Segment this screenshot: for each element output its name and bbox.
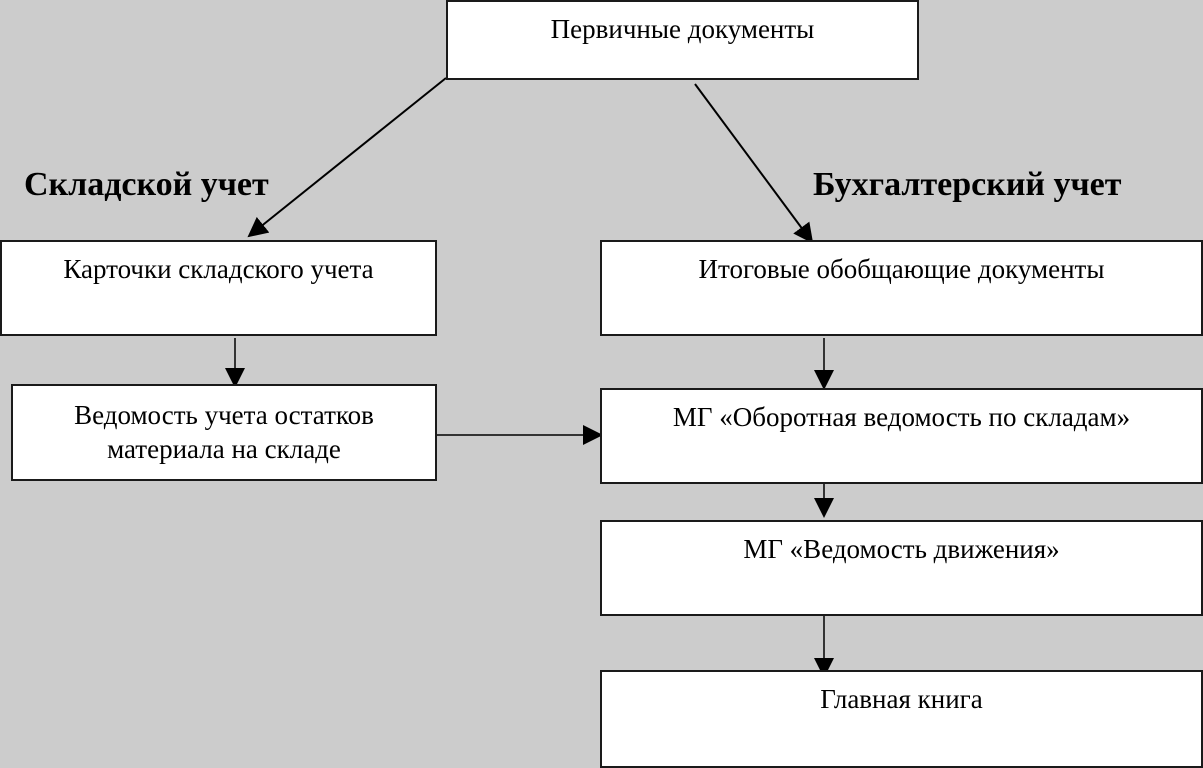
box-label: Итоговые обобщающие документы bbox=[698, 254, 1105, 284]
heading-bookkeeping: Бухгалтерский учет bbox=[813, 166, 1122, 203]
box-label: МГ «Ведомость движения» bbox=[743, 534, 1060, 564]
box-label: Карточки складского учета bbox=[63, 254, 374, 284]
box-label-line1: Ведомость учета остатков bbox=[74, 400, 374, 430]
box-label: МГ «Оборотная ведомость по складам» bbox=[672, 402, 1131, 432]
box-balance-statement: Ведомость учета остатков материала на ск… bbox=[11, 384, 437, 481]
box-label-line2: материала на складе bbox=[107, 434, 341, 464]
box-warehouse-cards: Карточки складского учета bbox=[0, 240, 437, 336]
heading-warehouse-accounting: Складской учет bbox=[24, 166, 269, 203]
box-primary-documents: Первичные документы bbox=[446, 0, 919, 80]
box-label-group: Ведомость учета остатков материала на ск… bbox=[13, 386, 435, 466]
box-movement-statement: МГ «Ведомость движения» bbox=[600, 520, 1203, 616]
box-label: Главная книга bbox=[820, 684, 983, 714]
box-turnover-statement: МГ «Оборотная ведомость по складам» bbox=[600, 388, 1203, 484]
arrow-primary-to-summary bbox=[694, 83, 814, 244]
arrow-primary-to-cards bbox=[247, 77, 447, 238]
box-general-ledger: Главная книга bbox=[600, 670, 1203, 768]
box-summary-documents: Итоговые обобщающие документы bbox=[600, 240, 1203, 336]
box-label: Первичные документы bbox=[550, 14, 815, 44]
